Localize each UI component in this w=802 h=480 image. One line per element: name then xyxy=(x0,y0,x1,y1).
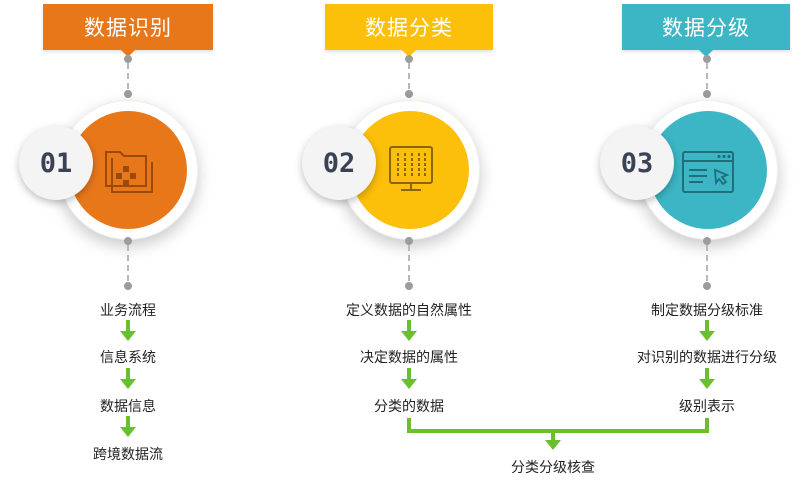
title-box-grade: 数据分级 xyxy=(622,4,790,57)
step-text: 跨境数据流 xyxy=(93,447,163,463)
connector-dot xyxy=(703,55,711,63)
step-text: 数据信息 xyxy=(100,399,156,415)
down-arrow-icon xyxy=(120,368,136,389)
connector-line xyxy=(706,63,708,89)
folder-network-icon xyxy=(105,151,153,193)
down-arrow-icon xyxy=(401,320,417,341)
step-text: 对识别的数据进行分级 xyxy=(637,350,777,366)
step-text: 分类的数据 xyxy=(374,399,444,415)
connector-dot xyxy=(124,90,132,98)
step-text: 信息系统 xyxy=(100,350,156,366)
connector-dot xyxy=(124,55,132,63)
step-number-03: 03 xyxy=(600,126,674,200)
final-step-text: 分类分级核查 xyxy=(511,460,595,476)
connector-dot xyxy=(405,282,413,290)
title-notch xyxy=(120,49,136,57)
down-arrow-icon xyxy=(120,320,136,341)
step-number-01: 01 xyxy=(19,126,93,200)
data-monitor-icon xyxy=(389,146,433,191)
down-arrow-icon xyxy=(120,416,136,437)
connector-line xyxy=(127,63,129,89)
connector-dot xyxy=(703,282,711,290)
browser-cursor-icon xyxy=(682,151,734,193)
connector-line xyxy=(408,245,410,281)
title-identify: 数据识别 xyxy=(84,16,172,40)
connector-line xyxy=(706,245,708,281)
connector-dot xyxy=(703,90,711,98)
connector-dot xyxy=(405,90,413,98)
connector-dot xyxy=(405,237,413,245)
down-arrow-icon xyxy=(699,320,715,341)
down-arrow-icon xyxy=(699,368,715,389)
title-notch xyxy=(401,49,417,57)
connector-line xyxy=(408,63,410,89)
step-text: 制定数据分级标准 xyxy=(651,303,763,319)
step-text: 业务流程 xyxy=(100,303,156,319)
title-notch xyxy=(698,49,714,57)
step-text: 决定数据的属性 xyxy=(360,350,458,366)
title-box-identify: 数据识别 xyxy=(43,4,213,57)
title-grade: 数据分级 xyxy=(662,16,750,40)
connector-line xyxy=(127,245,129,281)
connector-dot xyxy=(405,55,413,63)
connector-dot xyxy=(703,237,711,245)
title-box-classify: 数据分类 xyxy=(325,4,493,57)
step-text: 定义数据的自然属性 xyxy=(346,303,472,319)
connector-dot xyxy=(124,237,132,245)
title-classify: 数据分类 xyxy=(365,16,453,40)
step-number-02: 02 xyxy=(302,126,376,200)
down-arrow-icon xyxy=(401,368,417,389)
connector-dot xyxy=(124,282,132,290)
step-text: 级别表示 xyxy=(679,399,735,415)
